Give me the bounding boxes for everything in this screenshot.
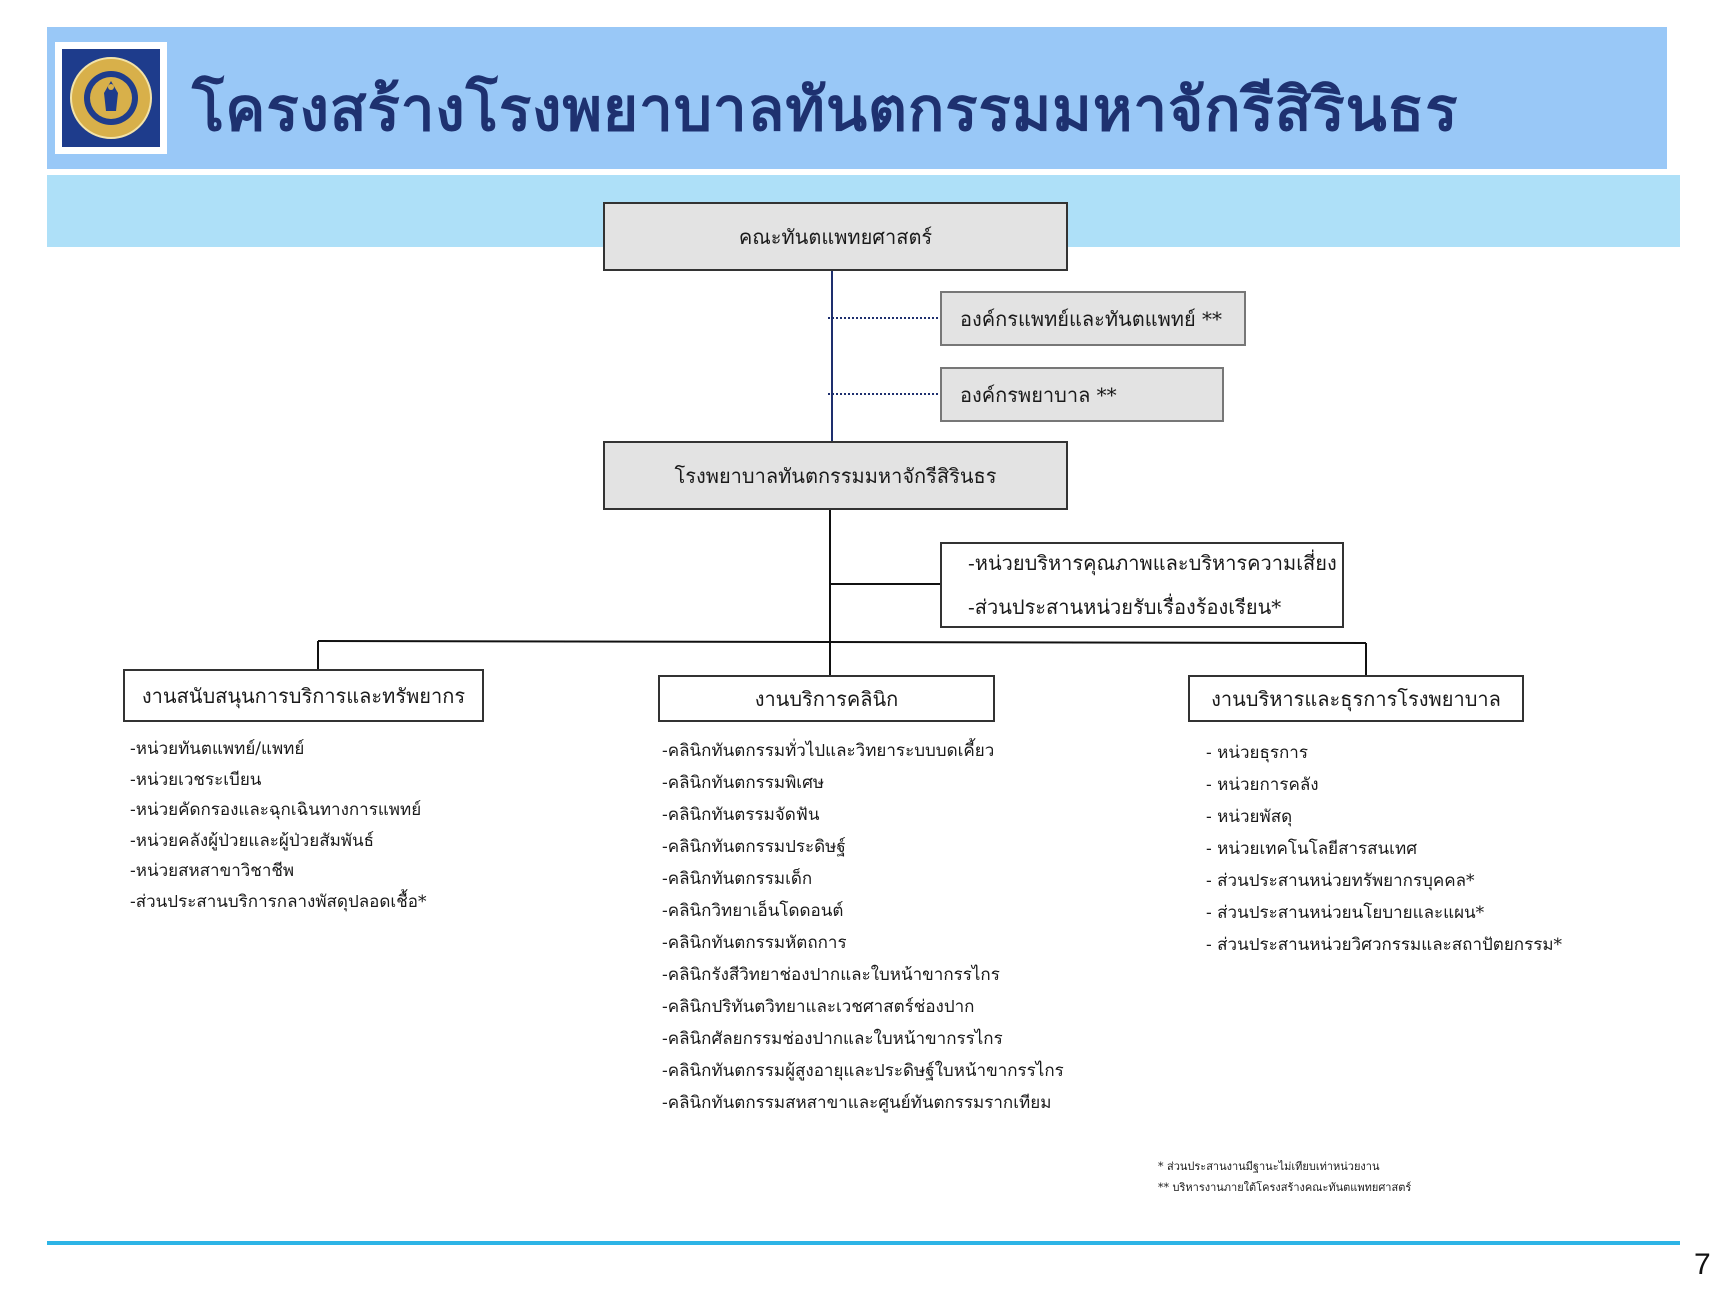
list-item: -คลินิกทันตรรมจัดฟัน bbox=[662, 805, 820, 825]
list-item: - ส่วนประสานหน่วยวิศวกรรมและสถาปัตยกรรม* bbox=[1206, 935, 1563, 955]
admin-dept-list: - หน่วยธุรการ - หน่วยการคลัง - หน่วยพัสด… bbox=[1206, 737, 1562, 961]
list-item: -คลินิกรังสีวิทยาช่องปากและใบหน้าขากรรไก… bbox=[662, 965, 1000, 985]
list-item: -คลินิกทันตกรรมผู้สูงอายุและประดิษฐ์ใบหน… bbox=[662, 1061, 1064, 1081]
title-band bbox=[47, 27, 1667, 169]
list-item: -คลินิกศัลยกรรมช่องปากและใบหน้าขากรรไกร bbox=[662, 1029, 1003, 1049]
list-item: -หน่วยเวชระเบียน bbox=[130, 769, 262, 790]
faculty-box: คณะทันตแพทยศาสตร์ bbox=[603, 202, 1068, 271]
list-item: -คลินิกทันตกรรมสหสาขาและศูนย์ทันตกรรมราก… bbox=[662, 1093, 1052, 1113]
list-item: -หน่วยคัดกรองและฉุกเฉินทางการแพทย์ bbox=[130, 800, 422, 820]
medical-org-box: องค์กรแพทย์และทันตแพทย์ ** bbox=[940, 291, 1246, 346]
list-item: - หน่วยธุรการ bbox=[1206, 743, 1308, 763]
nursing-org-box: องค์กรพยาบาล ** bbox=[940, 367, 1224, 422]
list-item: -หน่วยทันตแพทย์/แพทย์ bbox=[130, 739, 305, 759]
footnote: * ส่วนประสานงานมีฐานะไม่เทียบเท่าหน่วยงา… bbox=[1158, 1160, 1380, 1173]
list-item: -คลินิกทันตกรรมหัตถการ bbox=[662, 933, 847, 953]
list-item: -คลินิกทันตกรรมพิเศษ bbox=[662, 773, 825, 793]
list-item: -หน่วยคลังผู้ป่วยและผู้ป่วยสัมพันธ์ bbox=[130, 830, 374, 851]
quality-unit-item: -ส่วนประสานหน่วยรับเรื่องร้องเรียน* bbox=[968, 595, 1282, 619]
list-item: - หน่วยการคลัง bbox=[1206, 775, 1319, 795]
quality-unit-item: -หน่วยบริหารคุณภาพและบริหารความเสี่ยง bbox=[968, 551, 1337, 575]
list-item: -คลินิกทันตกรรมทั่วไปและวิทยาระบบบดเคี้ย… bbox=[662, 741, 995, 761]
list-item: - ส่วนประสานหน่วยทรัพยากรบุคคล* bbox=[1206, 871, 1475, 891]
list-item: -คลินิกปริทันตวิทยาและเวชศาสตร์ช่องปาก bbox=[662, 997, 975, 1017]
page-number: 7 bbox=[1694, 1248, 1711, 1281]
list-item: -หน่วยสหสาขาวิชาชีพ bbox=[130, 861, 295, 881]
list-item: -คลินิกทันตกรรมเด็ก bbox=[662, 869, 813, 889]
clinic-dept-box: งานบริการคลินิก bbox=[658, 675, 995, 722]
footnote: ** บริหารงานภายใต้โครงสร้างคณะทันตแพทยศา… bbox=[1158, 1181, 1412, 1194]
list-item: - ส่วนประสานหน่วยนโยบายและแผน* bbox=[1206, 903, 1485, 923]
admin-dept-box: งานบริหารและธุรการโรงพยาบาล bbox=[1188, 675, 1524, 722]
footnotes: * ส่วนประสานงานมีฐานะไม่เทียบเท่าหน่วยงา… bbox=[1158, 1156, 1411, 1198]
bottom-rule bbox=[47, 1241, 1680, 1245]
page-title: โครงสร้างโรงพยาบาลทันตกรรมมหาจักรีสิรินธ… bbox=[192, 75, 1459, 145]
list-item: -ส่วนประสานบริการกลางพัสดุปลอดเชื้อ* bbox=[130, 891, 427, 912]
clinic-dept-list: -คลินิกทันตกรรมทั่วไปและวิทยาระบบบดเคี้ย… bbox=[662, 735, 1064, 1119]
support-dept-list: -หน่วยทันตแพทย์/แพทย์ -หน่วยเวชระเบียน -… bbox=[130, 734, 426, 917]
list-item: -คลินิกวิทยาเอ็นโดดอนต์ bbox=[662, 901, 844, 921]
list-item: - หน่วยเทคโนโลยีสารสนเทศ bbox=[1206, 839, 1417, 859]
list-item: - หน่วยพัสดุ bbox=[1206, 807, 1293, 827]
support-dept-box: งานสนับสนุนการบริการและทรัพยากร bbox=[123, 669, 484, 722]
quality-units-box: -หน่วยบริหารคุณภาพและบริหารความเสี่ยง -ส… bbox=[940, 542, 1344, 628]
hospital-box: โรงพยาบาลทันตกรรมมหาจักรีสิรินธร bbox=[603, 441, 1068, 510]
list-item: -คลินิกทันตกรรมประดิษฐ์ bbox=[662, 837, 846, 857]
university-seal-icon bbox=[62, 49, 160, 147]
